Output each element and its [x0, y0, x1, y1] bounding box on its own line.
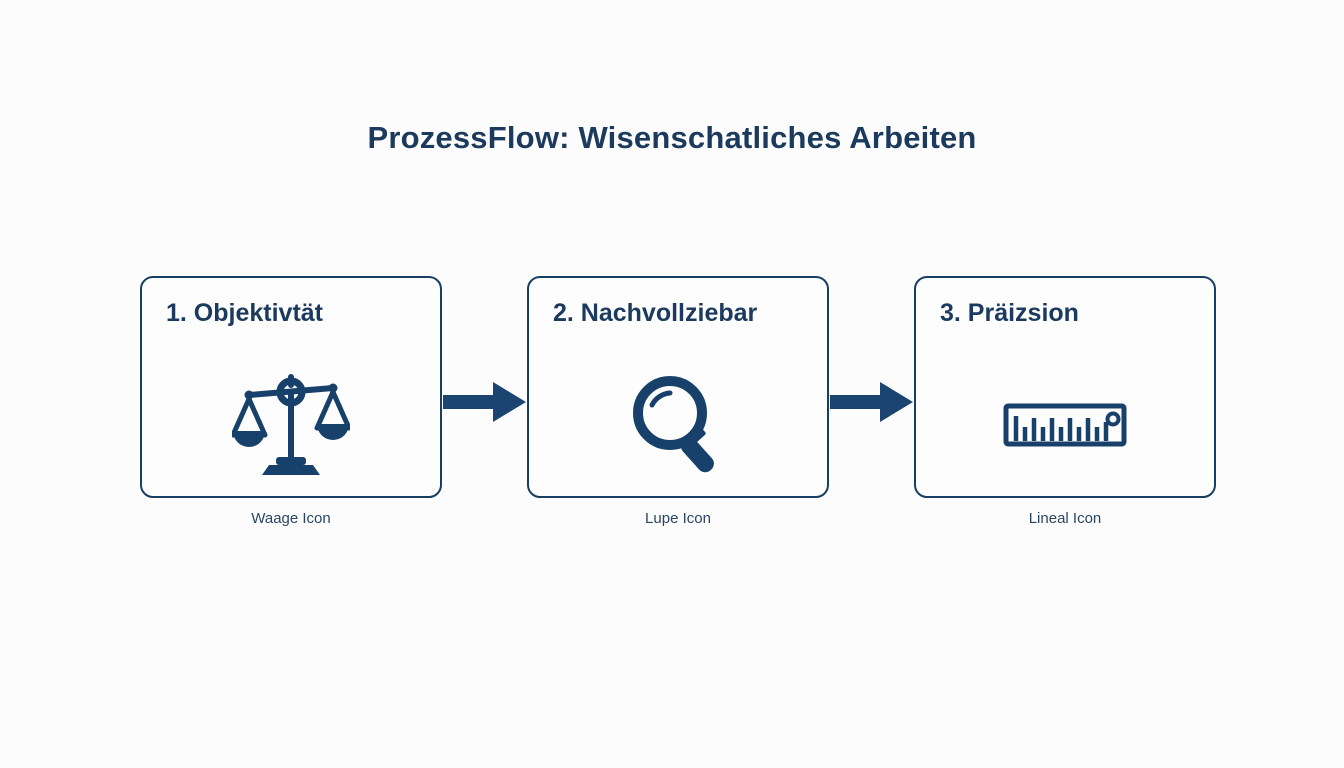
- page-title: ProzessFlow: Wisenschatliches Arbeiten: [367, 120, 977, 155]
- flow-step-2[interactable]: 2. Nachvollziebar Lupe Icon: [527, 276, 829, 527]
- step-title: 1. Objektivtät: [166, 299, 323, 327]
- step-card-objektivitaet[interactable]: 1. Objektivtät: [140, 276, 442, 498]
- balance-scale-icon: [142, 370, 440, 480]
- step-title: 2. Nachvollziebar: [553, 299, 758, 327]
- step-caption: Waage Icon: [251, 510, 331, 527]
- step-card-praezision[interactable]: 3. Präizsion: [914, 276, 1216, 498]
- process-flow: 1. Objektivtät: [140, 276, 1216, 546]
- arrow-right-icon: [830, 380, 914, 424]
- flow-step-3[interactable]: 3. Präizsion: [914, 276, 1216, 527]
- arrow-right-icon: [443, 380, 527, 424]
- step-caption: Lineal Icon: [1028, 510, 1102, 527]
- step-caption: Lupe Icon: [645, 510, 711, 527]
- step-title: 3. Präizsion: [940, 299, 1079, 327]
- step-card-nachvollziehbar[interactable]: 2. Nachvollziebar: [527, 276, 829, 498]
- ruler-icon: [916, 370, 1214, 480]
- flow-step-1[interactable]: 1. Objektivtät: [140, 276, 442, 527]
- magnifying-glass-icon: [529, 370, 827, 480]
